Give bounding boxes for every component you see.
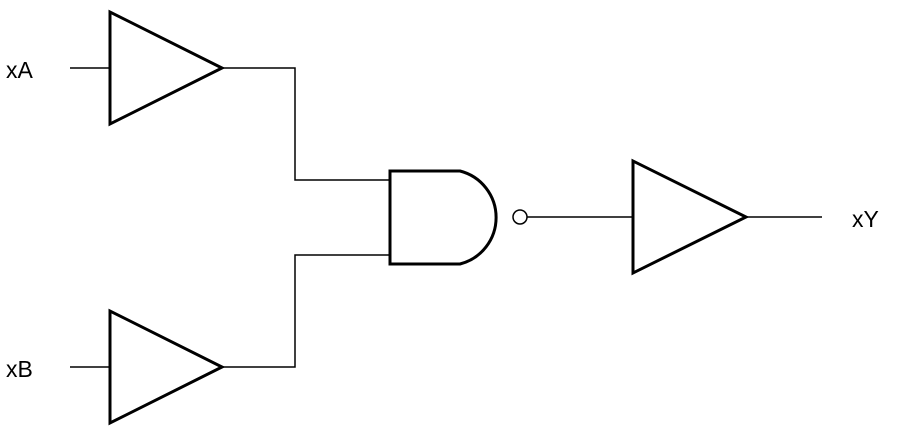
wire-buffer-b-to-nand [222,254,390,368]
wire-buffer-a-to-nand [222,67,390,181]
nand-inversion-bubble [512,209,528,225]
nand-gate [388,169,498,266]
input-label-a: xA [6,57,34,83]
buffer-b [108,308,226,426]
buffer-out [631,158,750,276]
input-label-b: xB [6,356,33,382]
output-label-y: xY [852,206,879,232]
buffer-a [108,9,226,127]
